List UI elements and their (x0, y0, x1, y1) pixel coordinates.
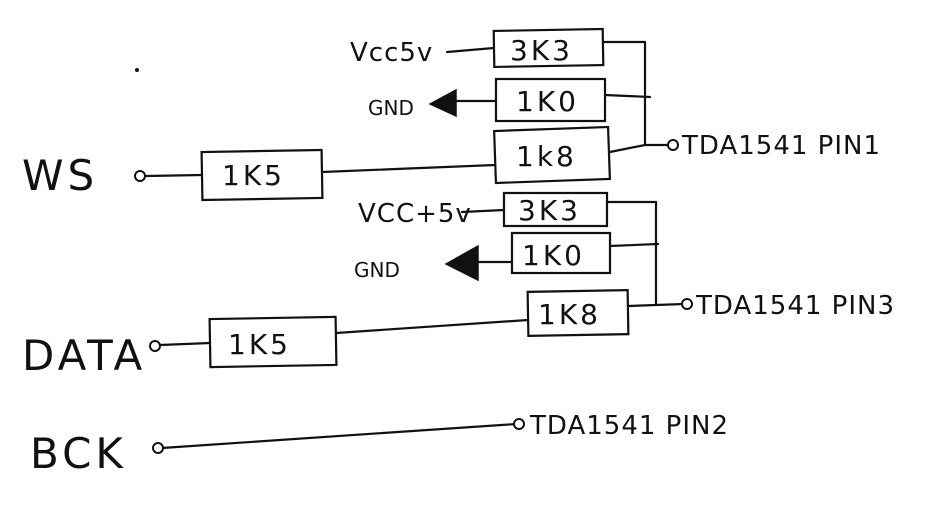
ws-network: WS Vcc5v GND 3K3 1K0 1k8 1K5 TDA1541 PIN… (22, 27, 881, 202)
data-vcc-wire (460, 208, 506, 214)
ws-pullup-resistor (492, 27, 605, 69)
data-pulldown-resistor-value: 1K0 (522, 239, 585, 272)
ws-output-resistor-value: 1k8 (516, 140, 577, 173)
data-pulldown-resistor (510, 231, 612, 275)
bck-input-label: BCK (30, 429, 127, 478)
ws-series-resistor (200, 148, 324, 202)
ws-pullup-resistor-value: 3K3 (510, 34, 573, 67)
ws-output-pin-label: TDA1541 PIN1 (681, 131, 881, 161)
ws-output-right-wire (608, 143, 672, 154)
ws-pulldown-resistor (494, 77, 607, 123)
ws-input-label: WS (22, 151, 98, 200)
data-pullup-resistor-value: 3K3 (518, 194, 581, 227)
data-series-resistor-value: 1K5 (228, 328, 291, 361)
bck-output-node (513, 418, 525, 430)
ws-vcc-wire (445, 46, 496, 54)
stray-ink-dot (135, 68, 139, 72)
data-output-resistor (526, 289, 630, 337)
bck-wire (160, 422, 518, 450)
data-gnd-label: GND (354, 258, 400, 282)
data-output-resistor-value: 1K8 (538, 298, 601, 331)
data-vcc-label: VCC+5v (358, 199, 472, 229)
ws-vcc-label: Vcc5v (350, 38, 433, 68)
ws-output-node (667, 139, 679, 151)
data-input-wire (158, 341, 212, 347)
ws-input-wire (144, 173, 204, 178)
ws-gnd-label: GND (368, 96, 414, 120)
data-output-node (681, 298, 693, 310)
ws-input-node (134, 170, 146, 182)
data-input-label: DATA (22, 331, 146, 380)
bck-network: BCK TDA1541 PIN2 (30, 411, 729, 478)
bck-output-pin-label: TDA1541 PIN2 (529, 411, 729, 441)
data-network: DATA VCC+5v GND 3K3 1K0 1K8 1K5 TDA1541 … (22, 191, 895, 380)
data-pullup-right-wire (605, 200, 658, 306)
ws-output-resistor (492, 125, 612, 185)
data-series-resistor (208, 315, 338, 369)
ws-pulldown-resistor-value: 1K0 (516, 85, 579, 118)
data-pulldown-right-wire (608, 242, 660, 248)
bck-input-node (152, 442, 164, 454)
ws-series-resistor-value: 1K5 (222, 159, 285, 192)
data-pullup-resistor (502, 191, 609, 228)
data-ground-symbol (444, 244, 479, 282)
ws-pullup-right-wire (601, 40, 647, 147)
ws-ground-symbol (428, 88, 457, 118)
data-output-pin-label: TDA1541 PIN3 (695, 291, 895, 321)
data-output-right-wire (626, 302, 686, 308)
data-mid-wire (334, 318, 530, 335)
ws-mid-wire (320, 163, 497, 174)
data-input-node (149, 340, 161, 352)
ws-pulldown-right-wire (603, 93, 652, 99)
